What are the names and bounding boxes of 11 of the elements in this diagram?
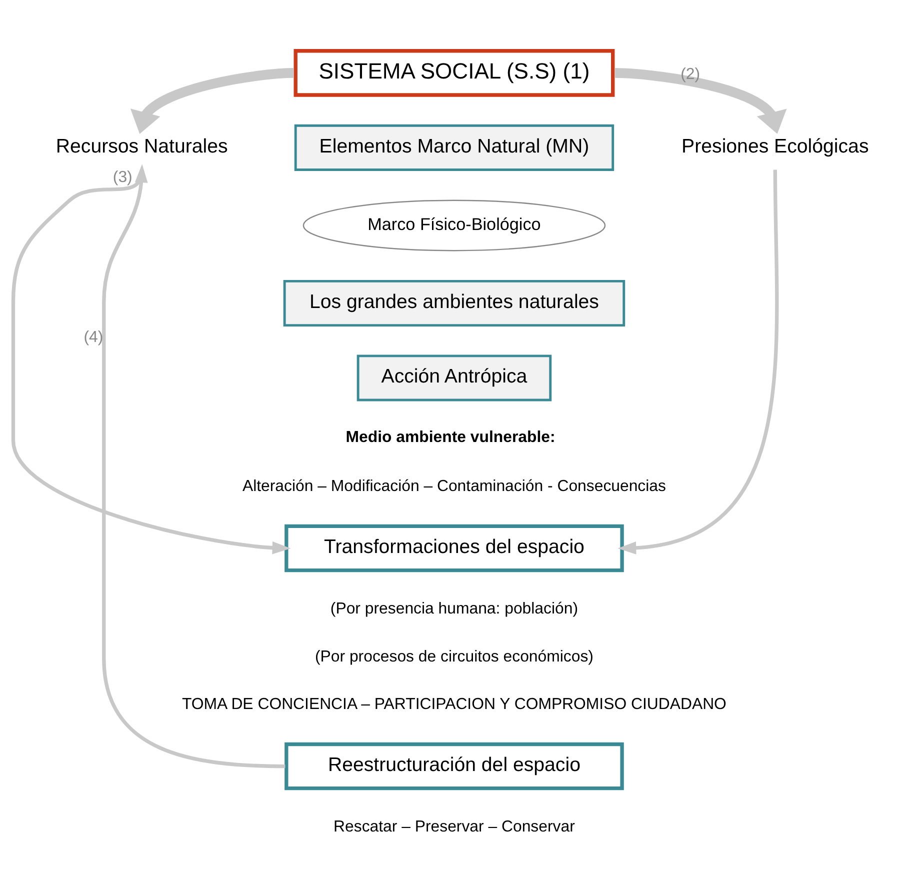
node-text: Presiones Ecológicas <box>682 134 869 157</box>
node-label: (Por procesos de circuitos económicos) <box>314 648 594 665</box>
node-text: Recursos Naturales <box>56 134 228 157</box>
node-label: (Por presencia humana: población) <box>330 600 578 618</box>
node-label: Rescatar – Preservar – Conservar <box>334 818 575 836</box>
edge-label: (3) <box>112 168 132 186</box>
label: Alteración – Modificación – Contaminación - Consecuencias <box>242 478 666 495</box>
label: TOMA DE CONCIENCIA – PARTICIPACION Y COMPROMISO CIUDADANO <box>182 696 726 713</box>
label: Medio ambiente vulnerable: <box>346 428 556 446</box>
edge-label: (2) <box>680 65 700 82</box>
edge-label: (4) <box>84 328 104 346</box>
